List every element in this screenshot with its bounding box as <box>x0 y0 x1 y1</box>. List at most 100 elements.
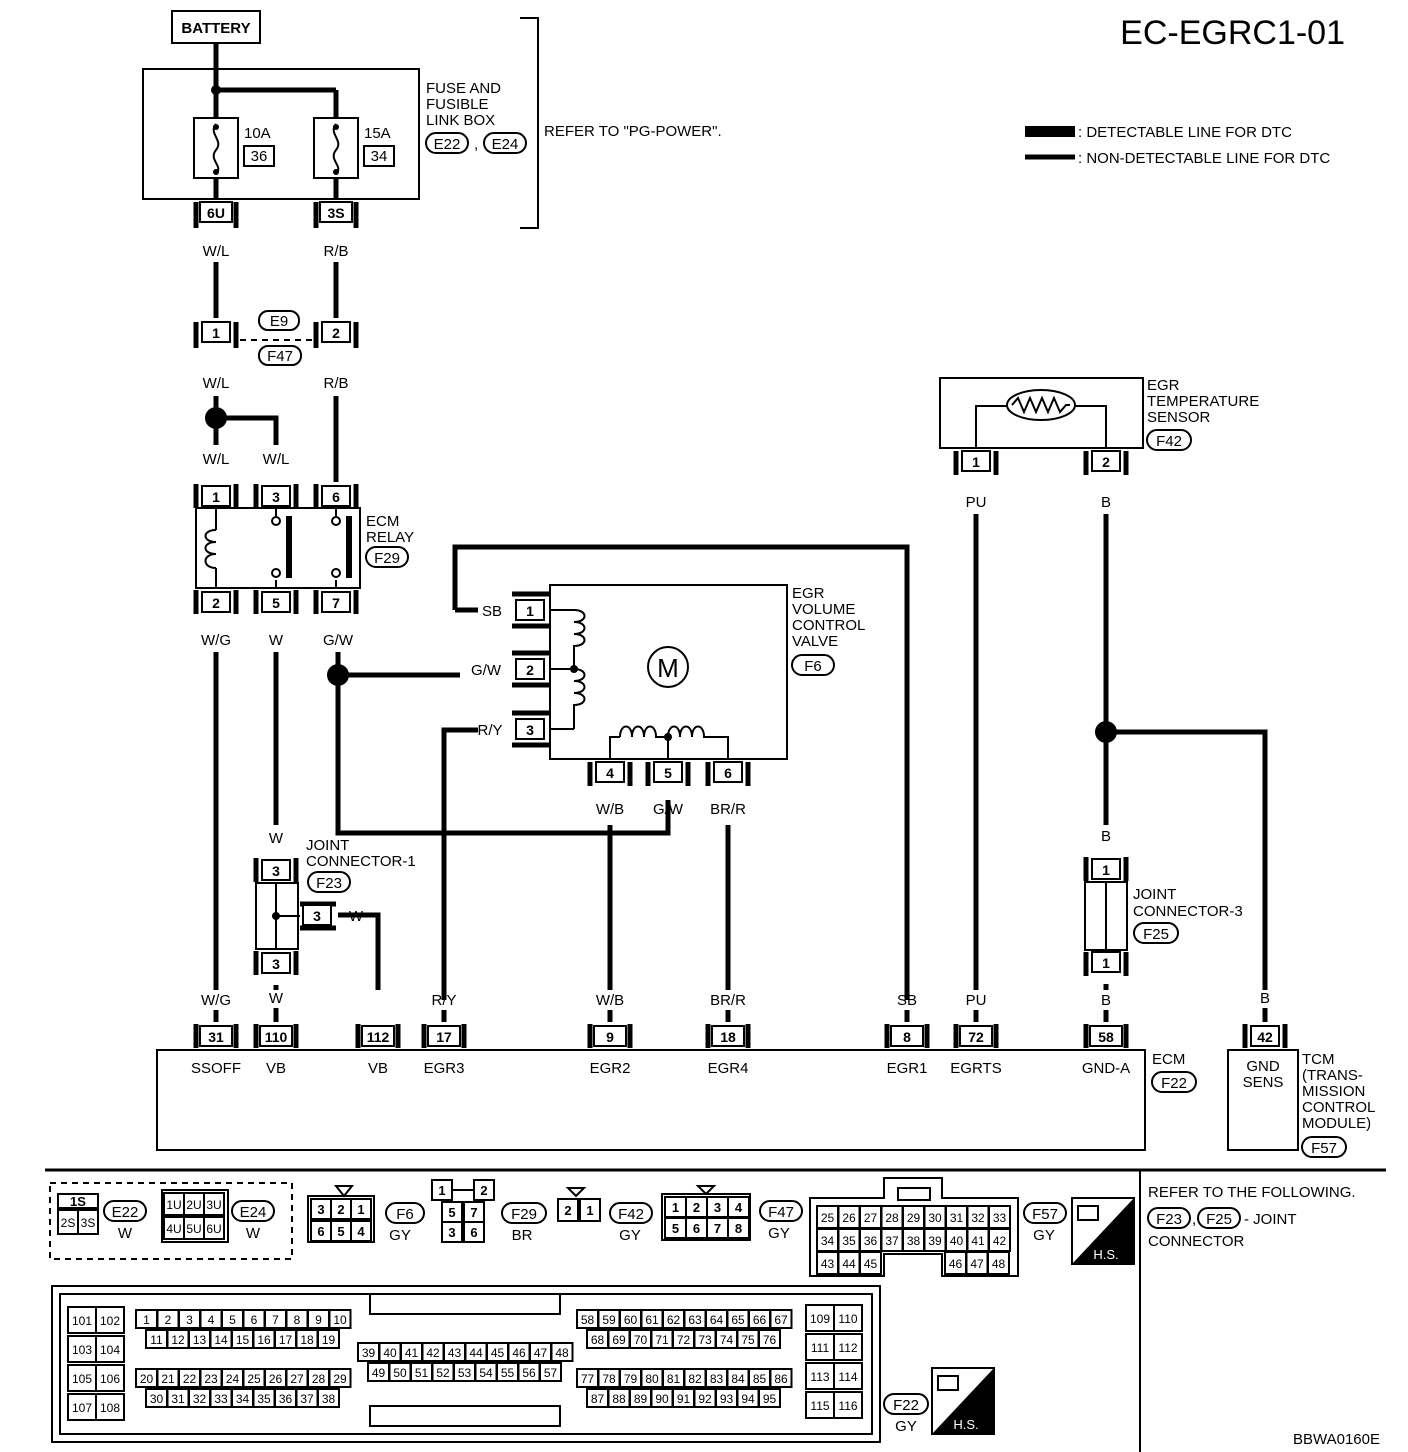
svg-text:1: 1 <box>972 454 980 470</box>
connector-cell-label: 38 <box>322 1392 336 1406</box>
svg-text:1: 1 <box>1102 862 1110 878</box>
tcm-label-5: MODULE) <box>1302 1115 1371 1132</box>
wire-wl-1: W/L <box>203 243 230 260</box>
ecm-relay: 1 3 6 2 5 7 <box>193 484 361 614</box>
egr-sensor-connector: F42 <box>1156 433 1182 450</box>
wire-wb-2: W/B <box>596 992 624 1009</box>
wire-ry-2: R/Y <box>431 992 456 1009</box>
connector-cell-label: 41 <box>405 1346 419 1360</box>
connector-cell-label: 31 <box>171 1392 185 1406</box>
connector-cell-label: 110 <box>838 1312 857 1326</box>
ecm-terminal-name: EGRTS <box>950 1060 1001 1077</box>
connector-cell-label: 102 <box>100 1314 120 1328</box>
connector-cell-label: 3 <box>186 1313 193 1327</box>
ecm-terminal-box <box>890 1025 924 1047</box>
svg-text:1: 1 <box>1102 955 1110 971</box>
connector-cell-label: 10 <box>333 1313 347 1327</box>
connector-cell-label: 2 <box>480 1183 487 1198</box>
wire-wb-1: W/B <box>596 801 624 818</box>
connector-cell-label: 18 <box>300 1333 314 1347</box>
connector-cell <box>95 1335 125 1363</box>
ecm-relay-connector: F29 <box>374 550 400 567</box>
wire-gw-1: G/W <box>323 632 354 649</box>
connector-cell-label: 51 <box>415 1366 429 1380</box>
wire-wg-2: W/G <box>201 992 231 1009</box>
svg-text:3: 3 <box>313 908 321 924</box>
fuse2-number: 34 <box>371 148 388 165</box>
egr-sensor-label-1: EGR <box>1147 377 1180 394</box>
connector-cell-label: 67 <box>774 1313 788 1327</box>
connector-cell-label: 85 <box>753 1372 767 1386</box>
wire-b-4: B <box>1260 990 1270 1007</box>
connector-cell-label: 109 <box>810 1312 830 1326</box>
connector-cell-label: 13 <box>193 1333 207 1347</box>
connector-cell-label: 113 <box>810 1370 829 1384</box>
ecm-terminal-name: EGR4 <box>708 1060 749 1077</box>
wire-brr-1: BR/R <box>710 801 746 818</box>
connector-cell-label: 74 <box>720 1333 734 1347</box>
ecm-terminal-pin: 110 <box>265 1029 288 1045</box>
hs-badge-2: H.S. <box>931 1367 995 1435</box>
connector-cell-label: 7 <box>272 1313 279 1327</box>
connector-cell-label: 89 <box>634 1392 648 1406</box>
connector-cell-label: 1 <box>672 1200 679 1215</box>
svg-text:GY: GY <box>895 1418 917 1435</box>
ecm-terminal-name: SSOFF <box>191 1060 241 1077</box>
svg-text:2S: 2S <box>61 1216 76 1230</box>
wire-ry-1: R/Y <box>477 722 502 739</box>
ecm-terminal-box <box>593 1025 627 1047</box>
connector-cell-label: 42 <box>426 1346 440 1360</box>
connector-cell-label: 3 <box>448 1225 455 1240</box>
wire-gw-3: G/W <box>653 801 684 818</box>
connector-cell-label: 14 <box>214 1333 228 1347</box>
connector-cell-label: 4 <box>735 1200 743 1215</box>
connector-cell-label: 20 <box>140 1372 154 1386</box>
tcm: 42 GND SENS <box>1227 1024 1299 1151</box>
connector-cell-label: 4U <box>166 1222 181 1236</box>
wire-brr-2: BR/R <box>710 992 746 1009</box>
svg-text:E24: E24 <box>240 1204 267 1221</box>
connector-cell-label: 48 <box>992 1257 1006 1271</box>
connector-cell-label: 29 <box>907 1211 921 1225</box>
svg-text:6: 6 <box>332 489 340 505</box>
svg-text:3: 3 <box>526 722 534 738</box>
connector-cell-label: 1 <box>143 1313 150 1327</box>
connector-cell-label: 2 <box>165 1313 172 1327</box>
wire-sb-1: SB <box>482 603 502 620</box>
ecm-terminal-bracket <box>193 1024 239 1048</box>
connector-cell-label: 21 <box>161 1372 175 1386</box>
connector-cell-label: 28 <box>885 1211 899 1225</box>
wire-w-4: W <box>269 990 284 1007</box>
joint3-connector: F25 <box>1143 926 1169 943</box>
svg-text:5: 5 <box>272 595 280 611</box>
connector-cell-label: 27 <box>290 1372 304 1386</box>
connector-cell-label: 116 <box>838 1399 857 1413</box>
connector-cell-label: 84 <box>731 1372 745 1386</box>
connector-cell-label: 56 <box>522 1366 536 1380</box>
connector-cell-label: 33 <box>993 1211 1007 1225</box>
svg-text:BR: BR <box>512 1227 533 1244</box>
ecm-terminal-pin: 72 <box>968 1029 984 1045</box>
diagram-id: EC-EGRC1-01 <box>1120 14 1345 52</box>
connector-cell-label: 6U <box>206 1222 221 1236</box>
connector-cell-label: 3 <box>317 1202 324 1217</box>
connector-cell-label: 80 <box>645 1372 659 1386</box>
connector-cell-label: 41 <box>971 1234 985 1248</box>
connector-cell-label: 53 <box>458 1366 472 1380</box>
connector-cell <box>317 1329 340 1349</box>
refer-note-comma: , <box>1192 1211 1196 1228</box>
svg-text:F42: F42 <box>618 1206 644 1223</box>
wire-w-1: W <box>269 632 284 649</box>
connector-cell-label: 91 <box>677 1392 691 1406</box>
connector-cell-label: 47 <box>970 1257 984 1271</box>
fuse-box-conn-e24: E24 <box>492 136 519 153</box>
connector-cell-label: 1 <box>357 1202 364 1217</box>
connector-cell-label: 35 <box>257 1392 271 1406</box>
svg-text:1: 1 <box>212 325 220 341</box>
egr-volume-control-valve: 1 2 3 M 4 5 6 <box>441 544 910 1000</box>
fuse-box-label-1: FUSE AND <box>426 80 501 97</box>
svg-text:F57: F57 <box>1032 1206 1058 1223</box>
connector-view-e22: 1S 2S 3S E22 W <box>57 1193 147 1242</box>
